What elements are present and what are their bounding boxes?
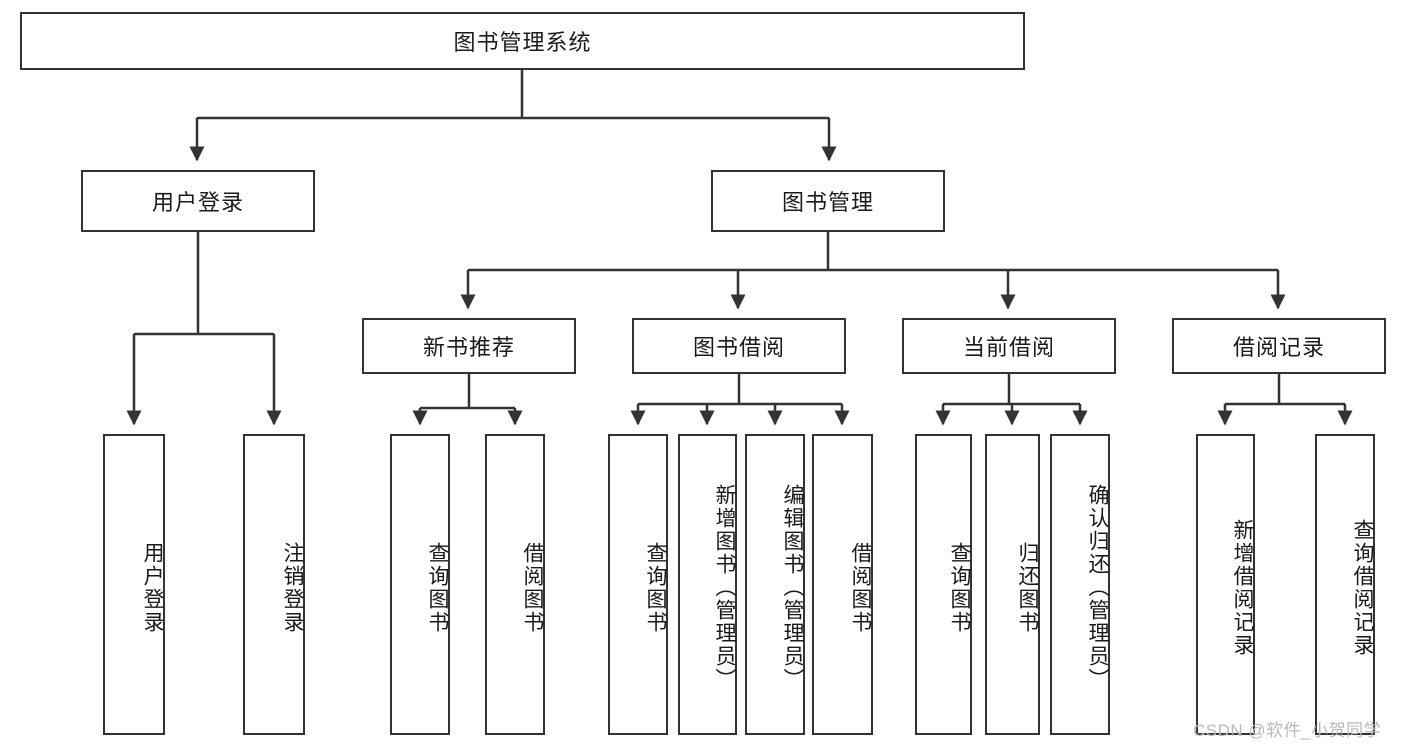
csdn-watermark: CSDN @软件_小贺同学 <box>1193 721 1382 740</box>
leaf-node-label: 借阅图书 <box>849 541 872 634</box>
leaf-node-label: 查询图书 <box>644 541 667 634</box>
leaf-node[interactable]: 用户登录 <box>103 434 165 735</box>
node-borrow-records[interactable]: 借阅记录 <box>1172 318 1386 374</box>
leaf-node-label: 编辑图书（管理员） <box>781 484 804 691</box>
leaf-node-label: 新增借阅记录 <box>1231 518 1254 657</box>
leaf-node[interactable]: 查询图书 <box>608 434 668 735</box>
node-book-management[interactable]: 图书管理 <box>711 170 945 232</box>
leaf-node[interactable]: 新增图书（管理员） <box>678 434 737 735</box>
leaf-node-label: 查询借阅记录 <box>1351 518 1374 657</box>
leaf-node[interactable]: 注销登录 <box>243 434 305 735</box>
node-book-borrowing[interactable]: 图书借阅 <box>632 318 846 374</box>
leaf-node-label: 新增图书（管理员） <box>713 484 736 691</box>
node-borrow-records-label: 借阅记录 <box>1232 335 1325 360</box>
node-book-management-label: 图书管理 <box>781 190 874 215</box>
leaf-node[interactable]: 查询图书 <box>390 434 450 735</box>
node-user-login[interactable]: 用户登录 <box>81 170 315 232</box>
node-new-book-recommendation[interactable]: 新书推荐 <box>362 318 576 374</box>
node-root-label: 图书管理系统 <box>453 30 592 55</box>
node-new-book-recommendation-label: 新书推荐 <box>422 335 515 360</box>
leaf-node[interactable]: 确认归还（管理员） <box>1050 434 1110 735</box>
leaf-node-label: 归还图书 <box>1016 541 1039 634</box>
node-book-borrowing-label: 图书借阅 <box>692 335 785 360</box>
node-user-login-label: 用户登录 <box>151 190 244 215</box>
leaf-node-label: 用户登录 <box>141 541 164 634</box>
leaf-node[interactable]: 新增借阅记录 <box>1196 434 1255 735</box>
leaf-node[interactable]: 查询借阅记录 <box>1315 434 1375 735</box>
leaf-node-label: 查询图书 <box>948 541 971 634</box>
leaf-node-label: 注销登录 <box>281 541 304 634</box>
node-current-borrowing-label: 当前借阅 <box>962 335 1055 360</box>
leaf-node-label: 查询图书 <box>426 541 449 634</box>
leaf-node[interactable]: 查询图书 <box>915 434 972 735</box>
leaf-node-label: 借阅图书 <box>521 541 544 634</box>
leaf-node[interactable]: 借阅图书 <box>812 434 873 735</box>
leaf-node-label: 确认归还（管理员） <box>1086 484 1109 691</box>
leaf-node[interactable]: 借阅图书 <box>485 434 545 735</box>
leaf-node[interactable]: 编辑图书（管理员） <box>745 434 805 735</box>
node-root[interactable]: 图书管理系统 <box>20 12 1025 70</box>
leaf-node[interactable]: 归还图书 <box>985 434 1040 735</box>
node-current-borrowing[interactable]: 当前借阅 <box>902 318 1116 374</box>
